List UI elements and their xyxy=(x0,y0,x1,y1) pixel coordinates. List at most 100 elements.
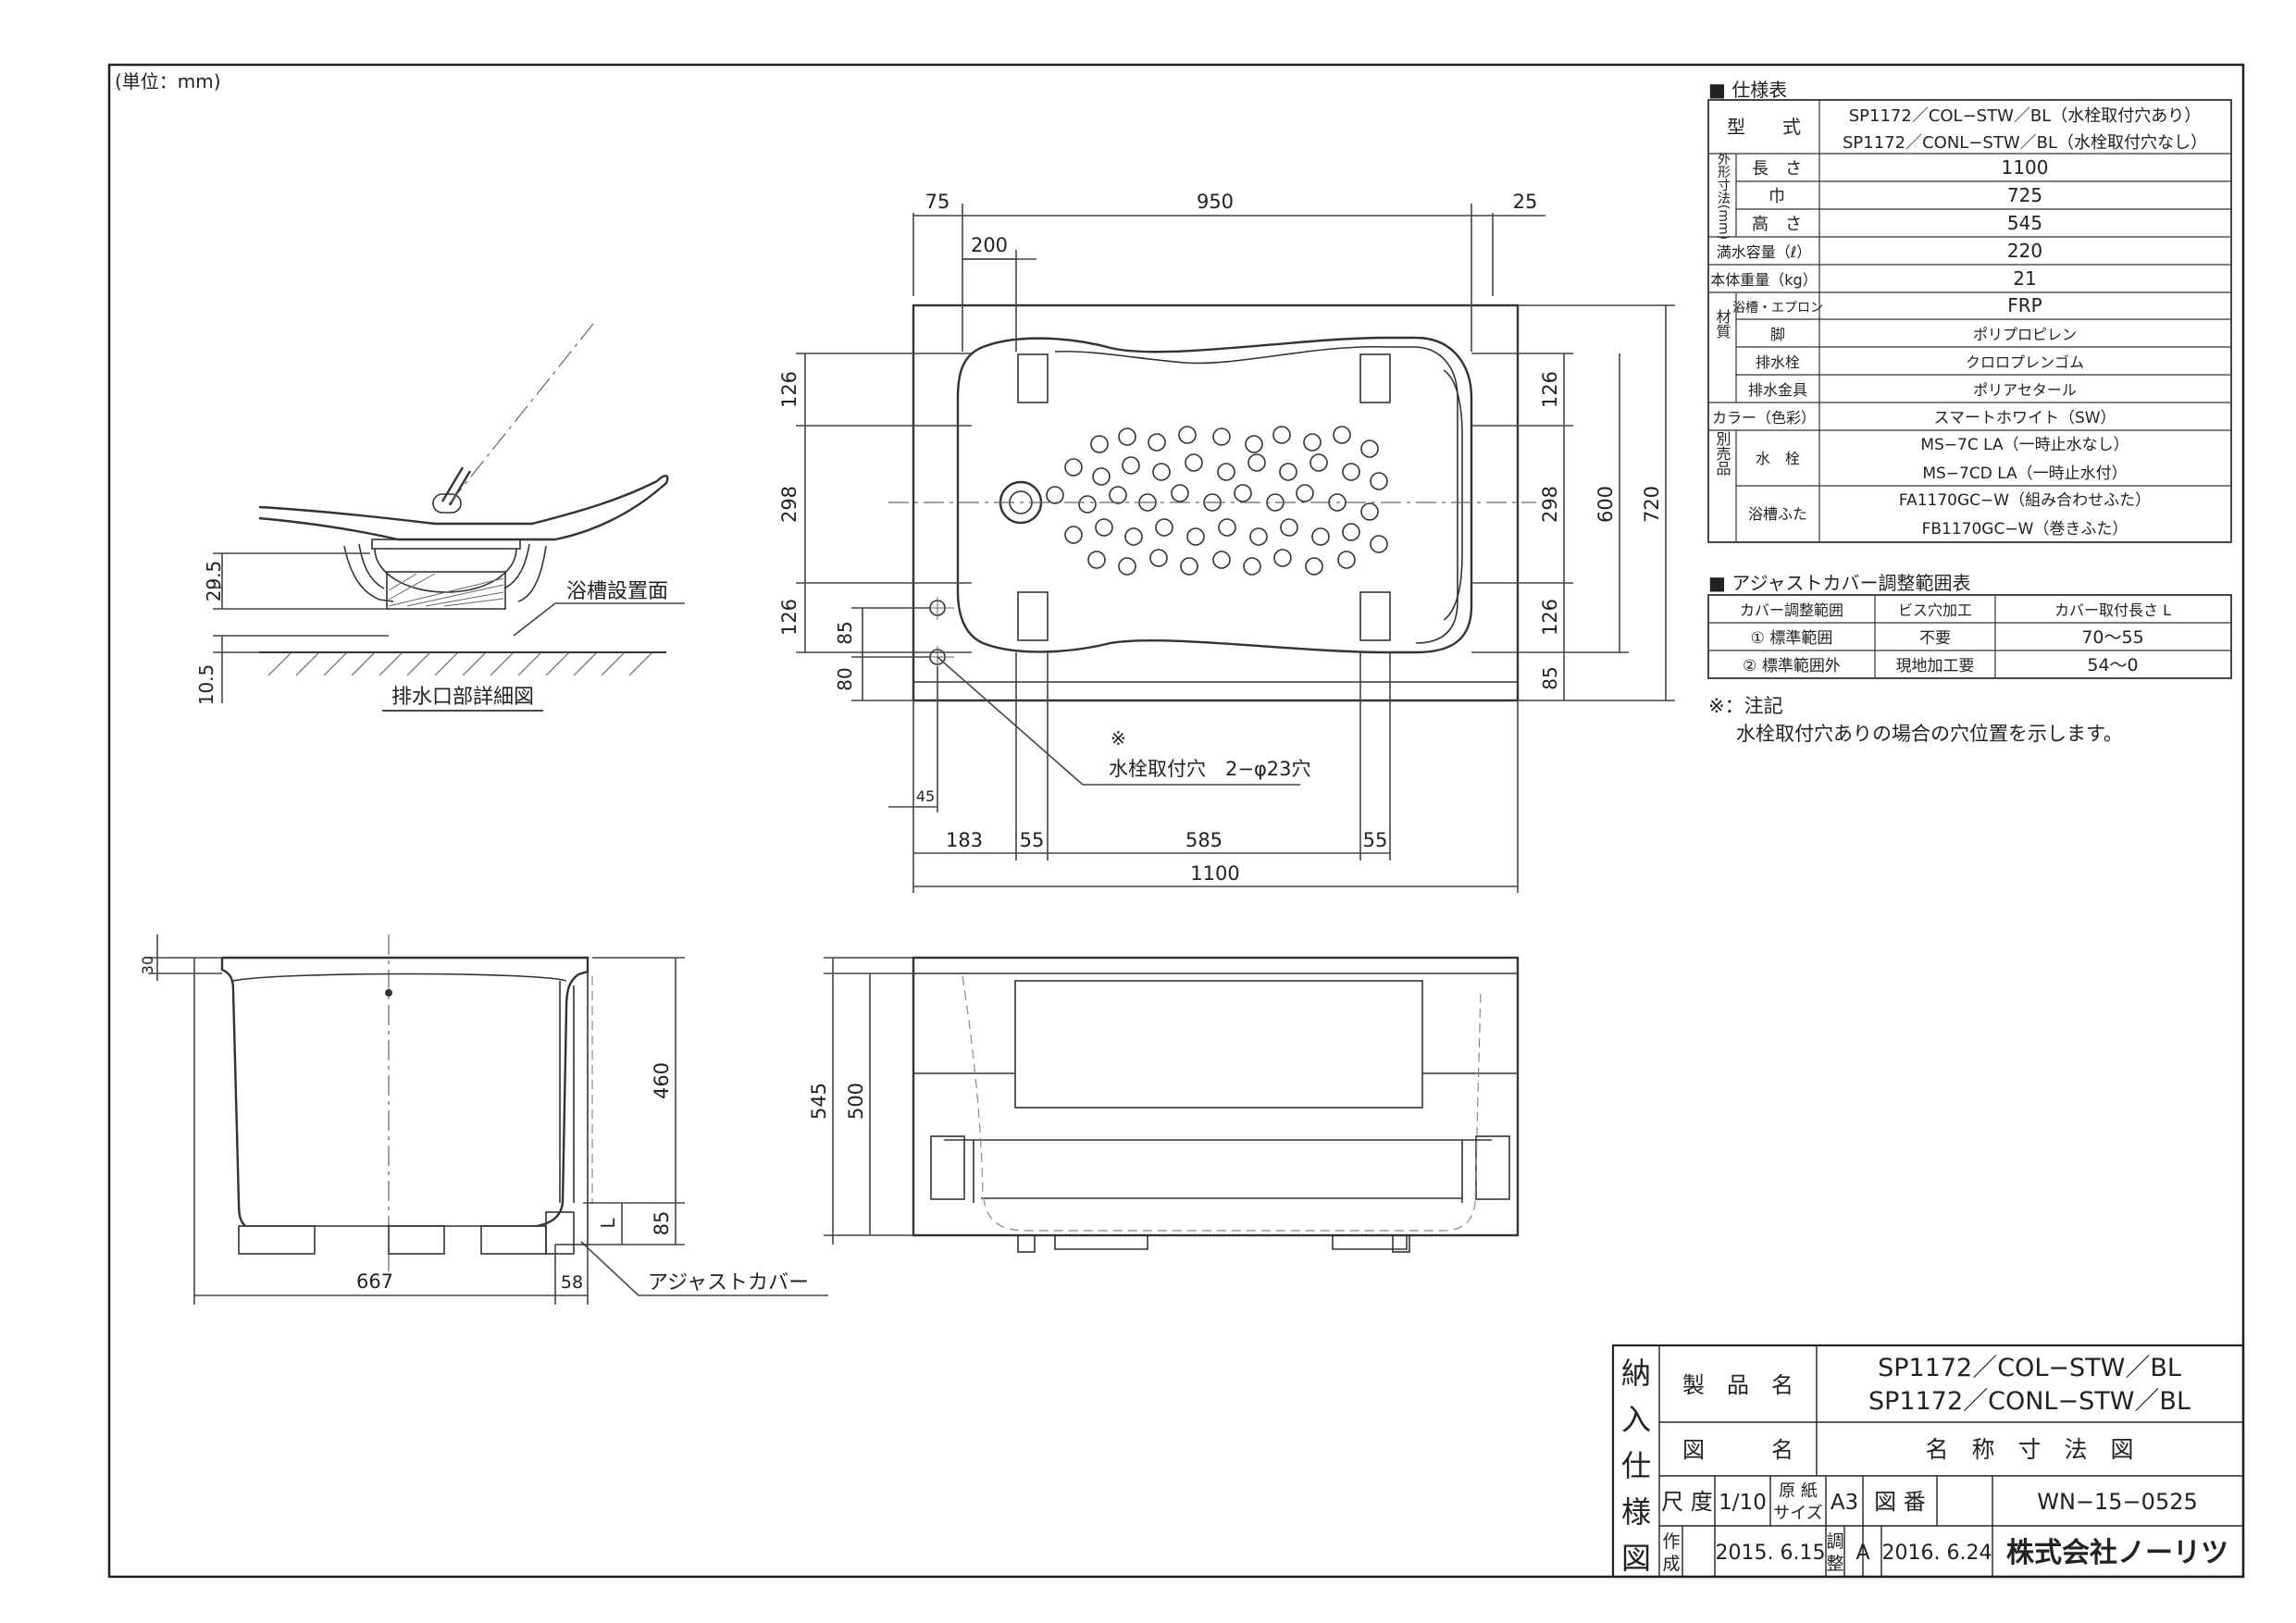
side-dim-30: 30 xyxy=(139,956,156,974)
length-label: 長 さ xyxy=(1752,159,1802,179)
dim-183: 183 xyxy=(946,829,983,851)
front-outline xyxy=(912,956,1520,1237)
adjust-header-screw: ビス穴加工 xyxy=(1898,601,1972,619)
paper-label-2: サイズ xyxy=(1773,1504,1822,1523)
dim-80-left: 80 xyxy=(834,667,856,690)
plan-view: 75 950 25 200 126 298 126 85 80 126 298 … xyxy=(778,191,1675,893)
height-label: 高 さ xyxy=(1752,215,1802,234)
faucet-hole-label: 水栓取付穴 2−φ23穴 xyxy=(1109,758,1311,780)
product-name-2: SP1172／CONL−STW／BL xyxy=(1868,1387,2191,1416)
faucet-label: 水 栓 xyxy=(1756,450,1800,467)
drain-detail: 29.5 10.5 浴槽設置面 排水口部詳細図 xyxy=(195,318,685,712)
adjust-header-range: カバー調整範囲 xyxy=(1740,601,1843,619)
rev-date: 2016. 6.24 xyxy=(1882,1542,1992,1565)
adjust-row1-length: 70〜55 xyxy=(2081,627,2143,648)
cover-label: 浴槽ふた xyxy=(1748,505,1807,523)
paper-size: A3 xyxy=(1831,1491,1858,1515)
side-dim-85: 85 xyxy=(651,1211,673,1236)
dim-85-left: 85 xyxy=(834,621,856,644)
dim-600: 600 xyxy=(1595,486,1617,523)
vertical-char-4: 様 xyxy=(1621,1494,1651,1530)
spec-table: ■ 仕様表 型 式 SP1172／COL−STW／BL（水栓取付穴あり） SP1… xyxy=(1707,79,2232,543)
capacity-value: 220 xyxy=(2007,240,2042,262)
mat4-value: ポリアセタール xyxy=(1973,381,2077,399)
note-text: 水栓取付穴ありの場合の穴位置を示します。 xyxy=(1736,723,2123,745)
cover-value-1: FA1170GC−W（組み合わせふた） xyxy=(1899,491,2151,510)
dim-25: 25 xyxy=(1513,191,1538,213)
adjust-header-length: カバー取付長さ L xyxy=(2054,601,2171,619)
dim-950: 950 xyxy=(1197,191,1234,213)
drawing-name: 名 称 寸 法 図 xyxy=(1925,1436,2133,1463)
dim-298-left: 298 xyxy=(778,486,800,523)
product-label: 製 品 名 xyxy=(1682,1372,1793,1398)
product-name-1: SP1172／COL−STW／BL xyxy=(1878,1354,2181,1382)
rev-label-2: 整 xyxy=(1826,1554,1843,1574)
vertical-char-3: 仕 xyxy=(1621,1448,1651,1483)
weight-label: 本体重量（kg） xyxy=(1710,271,1817,289)
mat4-label: 排水金具 xyxy=(1748,381,1807,399)
dims-group-label: 外形寸法(mm) xyxy=(1716,153,1731,240)
dim-126-left-bottom: 126 xyxy=(778,599,800,636)
dim-75: 75 xyxy=(925,191,950,213)
length-value: 1100 xyxy=(2002,156,2049,179)
capacity-label: 満水容量（ℓ） xyxy=(1717,243,1812,261)
dim-720: 720 xyxy=(1641,486,1663,523)
mat1-label: 浴槽・エプロン xyxy=(1732,301,1823,316)
made-date: 2015. 6.15 xyxy=(1716,1542,1826,1565)
weight-value: 21 xyxy=(2013,267,2036,290)
side-dim-667: 667 xyxy=(356,1270,393,1293)
model-value-2: SP1172／CONL−STW／BL（水栓取付穴なし） xyxy=(1843,133,2207,153)
color-value: スマートホワイト（SW） xyxy=(1933,409,2116,427)
dim-126-left-top: 126 xyxy=(778,371,800,408)
scale-value: 1/10 xyxy=(1719,1491,1767,1515)
dim-126-right-bottom: 126 xyxy=(1539,599,1561,636)
adjust-row2-screw: 現地加工要 xyxy=(1896,657,1975,675)
scale-label: 尺 度 xyxy=(1661,1489,1713,1515)
spec-table-border xyxy=(1707,99,2232,543)
material-group-label: 材質 xyxy=(1714,309,1731,339)
sold-group-label: 別売品 xyxy=(1714,431,1731,476)
title-block-border xyxy=(1611,1344,2245,1579)
vertical-char-1: 納 xyxy=(1621,1356,1651,1391)
mat1-value: FRP xyxy=(2007,294,2042,316)
side-dim-460: 460 xyxy=(651,1062,673,1099)
dim-585: 585 xyxy=(1185,829,1222,851)
dim-200: 200 xyxy=(971,234,1008,256)
faucet-value-2: MS−7CD LA（一時止水付） xyxy=(1922,465,2127,483)
drawing-label: 図 名 xyxy=(1682,1437,1793,1463)
adjust-row1-range: ① 標準範囲 xyxy=(1751,629,1833,648)
side-view: 30 460 85 L 667 58 アジャストカバー xyxy=(139,935,828,1305)
height-value: 545 xyxy=(2007,212,2042,234)
title-block: 納 入 仕 様 図 製 品 名 SP1172／COL−STW／BL SP1172… xyxy=(1611,1344,2245,1579)
adjust-heading: ■ アジャストカバー調整範囲表 xyxy=(1708,572,1970,594)
dim-45: 45 xyxy=(916,787,935,805)
dim-1100: 1100 xyxy=(1190,862,1239,885)
model-value-1: SP1172／COL−STW／BL（水栓取付穴あり） xyxy=(1849,106,2202,126)
drawing-number: WN−15−0525 xyxy=(2037,1489,2198,1515)
drain-dim-10-5: 10.5 xyxy=(195,664,217,706)
made-label-2: 成 xyxy=(1662,1554,1680,1574)
adjust-table-border xyxy=(1707,594,2232,679)
front-dim-545: 545 xyxy=(808,1083,830,1120)
note-mark: ※：注記 xyxy=(1708,695,1783,717)
adjust-row2-length: 54〜0 xyxy=(2087,655,2138,675)
dim-55-right: 55 xyxy=(1363,829,1388,851)
side-dim-58: 58 xyxy=(561,1272,583,1293)
side-dim-L: L xyxy=(597,1218,619,1229)
color-label: カラー（色彩） xyxy=(1712,409,1816,427)
plan-outline xyxy=(912,304,1520,702)
number-label: 図 番 xyxy=(1874,1489,1926,1515)
adjust-row1-screw: 不要 xyxy=(1919,629,1951,648)
mat2-value: ポリプロピレン xyxy=(1973,326,2077,343)
width-label: 巾 xyxy=(1769,187,1785,206)
mat3-value: クロロプレンゴム xyxy=(1966,353,2084,371)
width-value: 725 xyxy=(2007,184,2042,206)
adjust-row2-range: ② 標準範囲外 xyxy=(1743,657,1841,675)
model-label: 型 式 xyxy=(1727,116,1801,138)
paper-label-1: 原 紙 xyxy=(1779,1481,1818,1501)
vertical-char-2: 入 xyxy=(1621,1402,1651,1437)
adjust-cover-label: アジャストカバー xyxy=(648,1271,809,1295)
front-dim-500: 500 xyxy=(845,1083,867,1120)
vertical-char-5: 図 xyxy=(1621,1541,1651,1576)
mat3-label: 排水栓 xyxy=(1756,353,1800,371)
